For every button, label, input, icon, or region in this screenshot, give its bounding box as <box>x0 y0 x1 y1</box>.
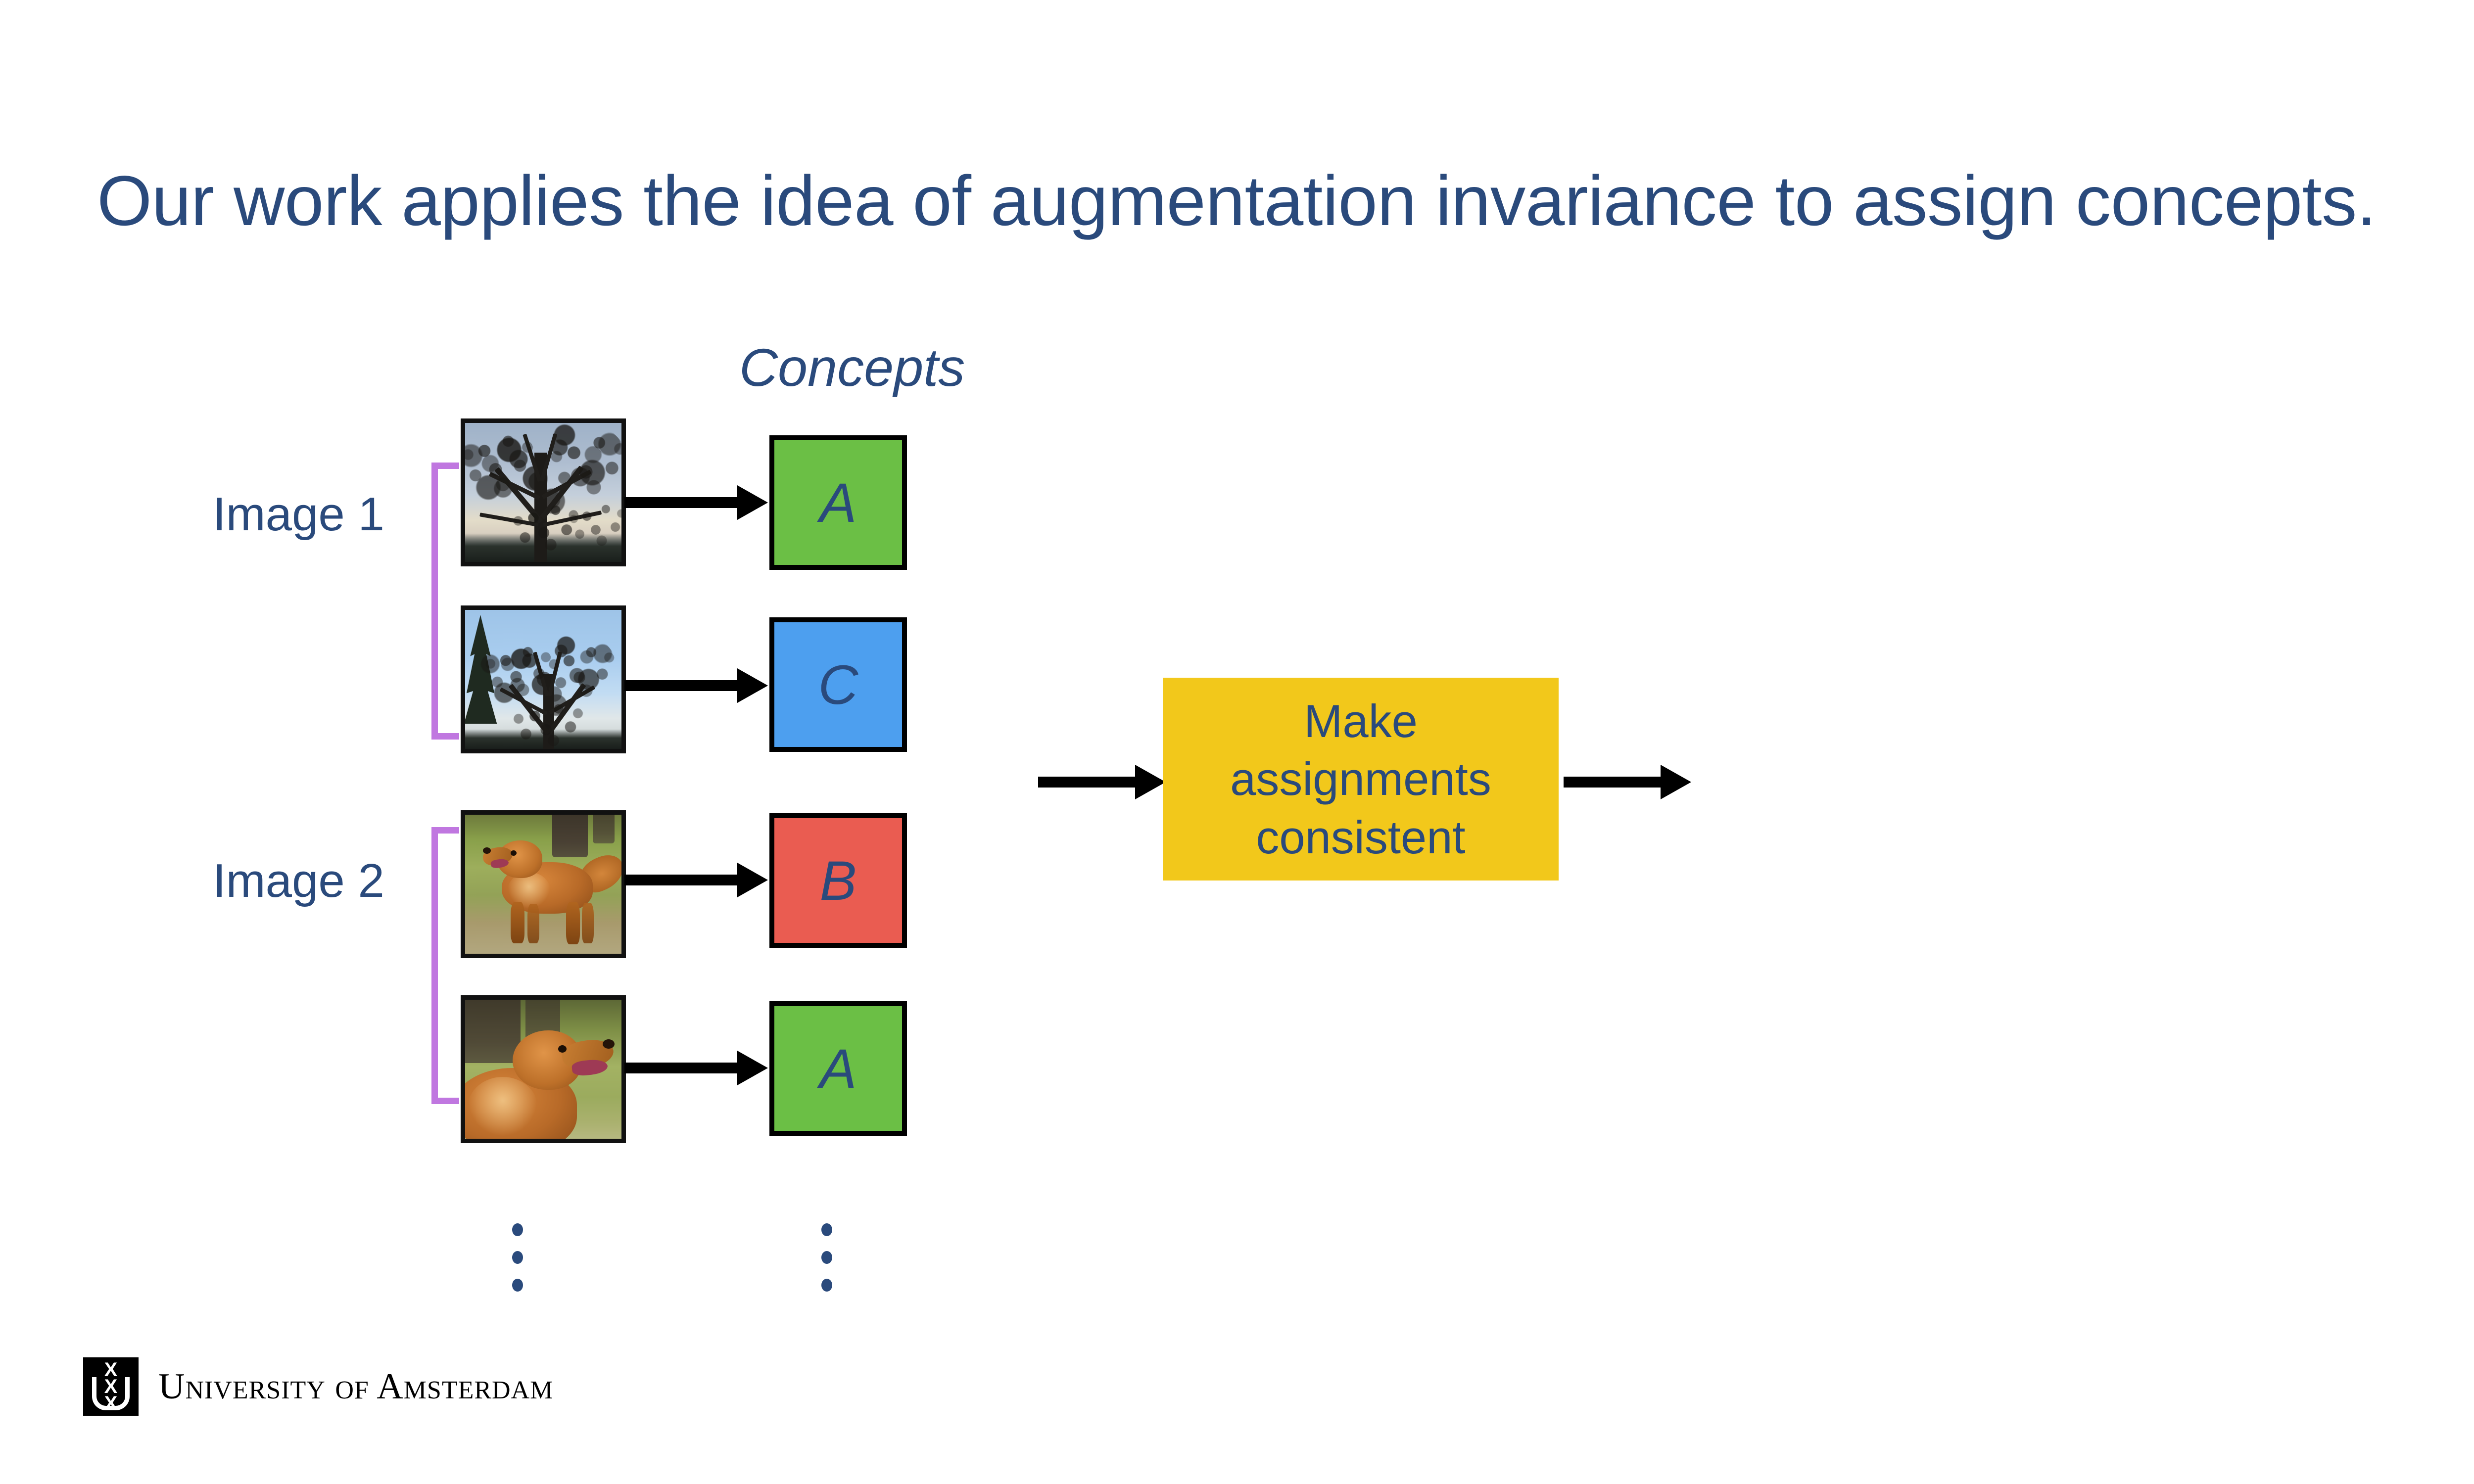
logo-u-shape <box>92 1377 130 1410</box>
process-box-line-2: assignments <box>1230 753 1491 805</box>
left-brace-bracket-icon-group-2 <box>431 827 459 1104</box>
logo-glyph-x-3: X <box>104 1392 118 1414</box>
page-title: Our work applies the idea of augmentatio… <box>97 162 2377 240</box>
group-label-image-2: Image 2 <box>213 854 384 907</box>
vertical-ellipsis-icon-concepts <box>821 1223 832 1292</box>
right-arrow-icon-process-output <box>1564 765 1691 799</box>
concept-box-row-4: A <box>769 1001 907 1136</box>
concept-box-row-1: A <box>769 435 907 570</box>
uva-coat-of-arms-icon: X X X <box>83 1357 139 1416</box>
right-arrow-icon-row-1 <box>624 485 768 520</box>
university-logo: X X X University of Amsterdam <box>83 1357 553 1416</box>
thumbnail-tree-dusk <box>461 418 626 566</box>
right-arrow-icon-row-4 <box>624 1051 768 1085</box>
left-brace-bracket-icon-group-1 <box>431 463 459 740</box>
thumbnail-tree-day <box>461 605 626 753</box>
right-arrow-icon-process-input <box>1038 765 1166 799</box>
vertical-ellipsis-icon-images <box>512 1223 523 1292</box>
logo-glyph-x-1: X <box>104 1359 118 1381</box>
group-label-image-1: Image 1 <box>213 488 384 541</box>
university-logo-text: University of Amsterdam <box>158 1366 554 1407</box>
thumbnail-dog-crop <box>461 995 626 1143</box>
logo-glyph-x-2: X <box>104 1376 118 1397</box>
process-box-line-3: consistent <box>1256 811 1466 863</box>
process-box-line-1: Make <box>1304 695 1418 747</box>
process-box-make-assignments-consistent: Make assignments consistent <box>1163 678 1559 881</box>
right-arrow-icon-row-2 <box>624 668 768 703</box>
concept-box-row-2: C <box>769 617 907 752</box>
right-arrow-icon-row-3 <box>624 863 768 897</box>
concepts-column-header: Concepts <box>739 337 965 397</box>
thumbnail-dog-full <box>461 810 626 958</box>
concept-box-row-3: B <box>769 813 907 948</box>
